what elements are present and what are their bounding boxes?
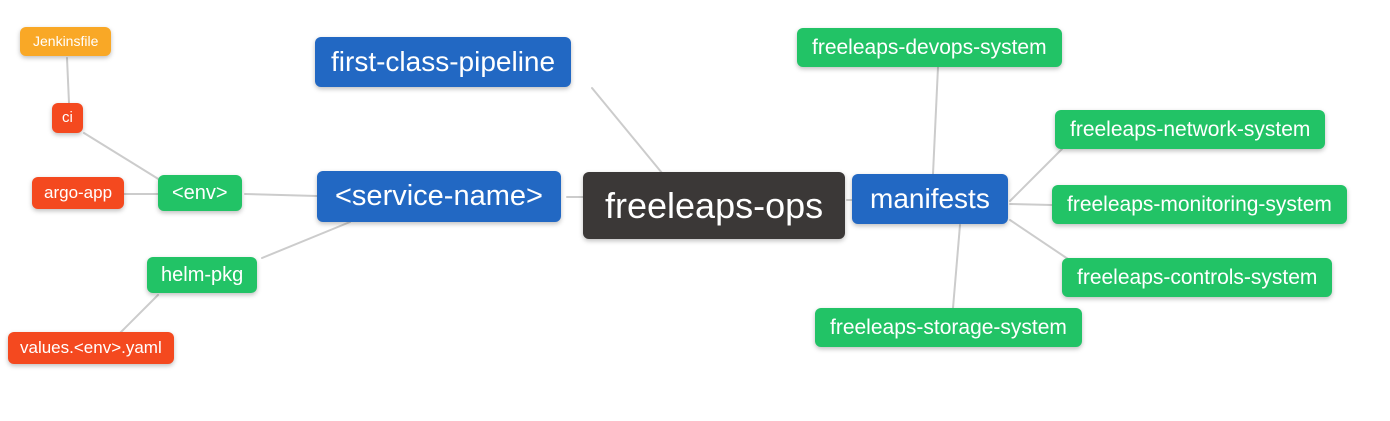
node-storage-system[interactable]: freeleaps-storage-system xyxy=(815,308,1082,348)
edge-jenkinsfile-ci xyxy=(66,57,70,104)
node-jenkinsfile[interactable]: Jenkinsfile xyxy=(20,27,112,56)
node-helm-pkg[interactable]: helm-pkg xyxy=(147,257,258,293)
node-service-name[interactable]: <service-name> xyxy=(317,171,561,222)
node-network-system[interactable]: freeleaps-network-system xyxy=(1055,110,1326,150)
node-ci[interactable]: ci xyxy=(52,103,83,133)
edge-manifests-devops xyxy=(932,66,939,175)
node-freeleaps-ops[interactable]: freeleaps-ops xyxy=(583,172,846,240)
node-manifests[interactable]: manifests xyxy=(852,174,1008,224)
edge-pipeline-ops xyxy=(591,87,663,174)
node-values-env-yaml[interactable]: values.<env>.yaml xyxy=(8,332,174,365)
edge-manifests-monitoring xyxy=(1009,203,1053,206)
edge-manifests-network xyxy=(1009,148,1063,202)
edge-manifests-controls xyxy=(1009,219,1069,260)
edge-helm-pkg-service-name xyxy=(261,221,351,259)
node-first-class-pipeline[interactable]: first-class-pipeline xyxy=(315,37,572,87)
node-devops-system[interactable]: freeleaps-devops-system xyxy=(797,28,1062,68)
edge-helm-pkg-values xyxy=(119,294,159,334)
node-argo-app[interactable]: argo-app xyxy=(32,177,125,210)
node-monitoring-system[interactable]: freeleaps-monitoring-system xyxy=(1052,185,1347,225)
node-env[interactable]: <env> xyxy=(158,175,242,211)
edge-env-service-name xyxy=(244,193,318,197)
edge-ci-env xyxy=(83,132,161,181)
node-controls-system[interactable]: freeleaps-controls-system xyxy=(1062,258,1333,298)
edge-manifests-storage xyxy=(952,224,961,309)
